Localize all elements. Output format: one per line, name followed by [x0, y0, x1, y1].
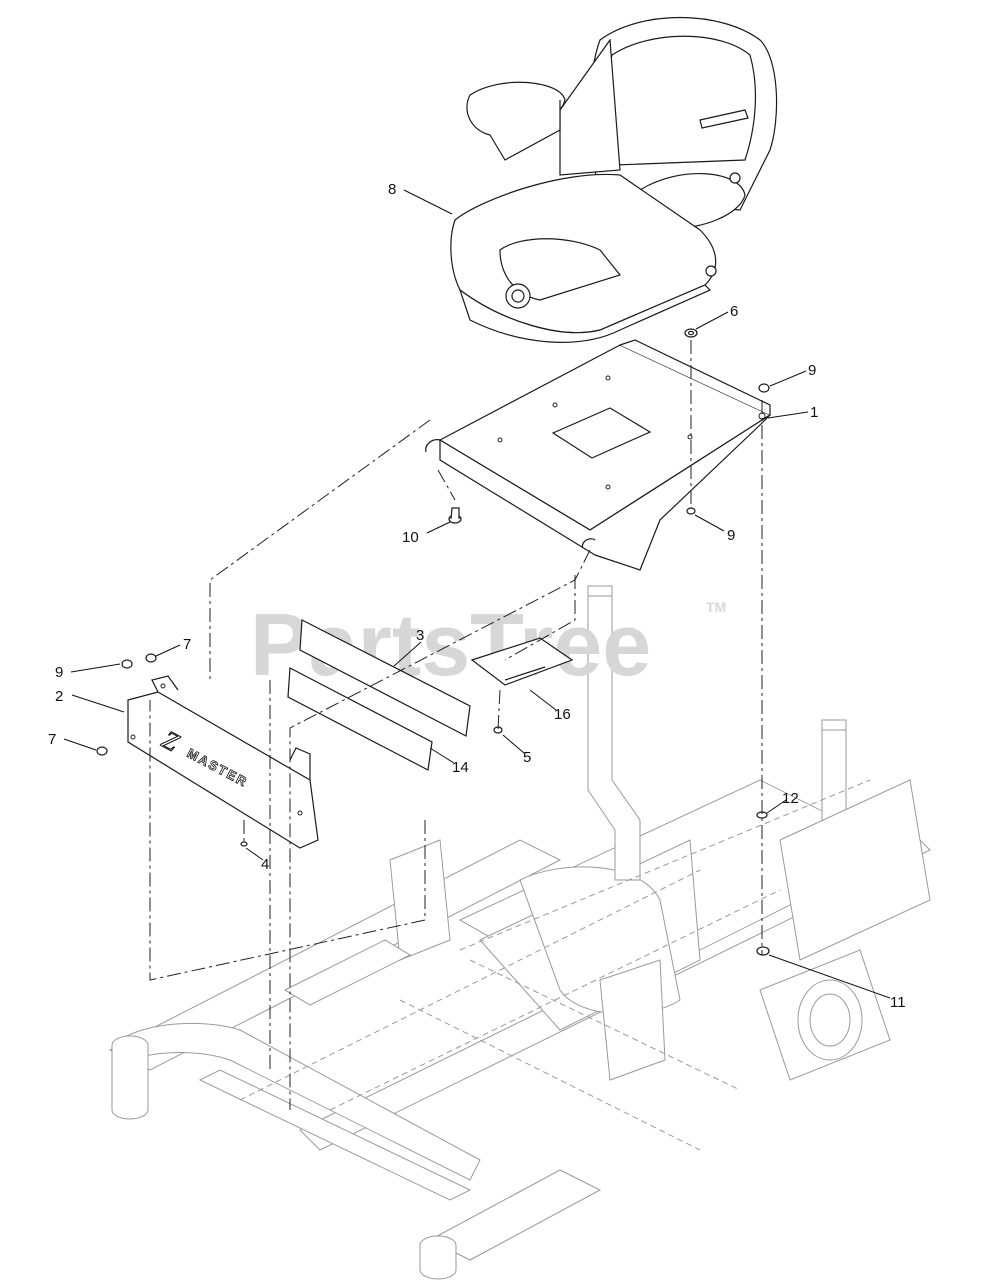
- callout-leaders: [63, 189, 891, 999]
- callout-1: 1: [810, 404, 818, 421]
- callout-8: 8: [388, 181, 396, 198]
- callout-14: 14: [452, 759, 469, 776]
- callout-9: 9: [55, 664, 63, 681]
- watermark-trademark: TM: [706, 599, 726, 615]
- seal-strip-3: [299, 619, 471, 737]
- seat-assembly: [450, 16, 778, 343]
- seal-strip-14: [287, 667, 433, 771]
- callout-7: 7: [48, 731, 56, 748]
- callout-11: 11: [890, 994, 906, 1011]
- chassis-frame: [108, 585, 931, 1280]
- callout-labels: 8 6 9 1 10 9 7 3 9 2 16 7 5 14 12 4 11: [48, 181, 906, 1011]
- cover-plate-16: [470, 637, 574, 686]
- callout-9: 9: [727, 527, 735, 544]
- callout-5: 5: [523, 749, 531, 766]
- callout-6: 6: [730, 303, 738, 320]
- callout-3: 3: [416, 627, 424, 644]
- callout-16: 16: [554, 706, 571, 723]
- callout-4: 4: [261, 856, 269, 873]
- hardware: [96, 328, 770, 956]
- callout-10: 10: [402, 529, 419, 546]
- seat-mounting-plate: [425, 339, 772, 571]
- callout-9: 9: [808, 362, 816, 379]
- callout-2: 2: [55, 688, 63, 705]
- callout-7: 7: [183, 636, 191, 653]
- assembly-lines: [149, 340, 763, 1110]
- callout-12: 12: [782, 790, 799, 807]
